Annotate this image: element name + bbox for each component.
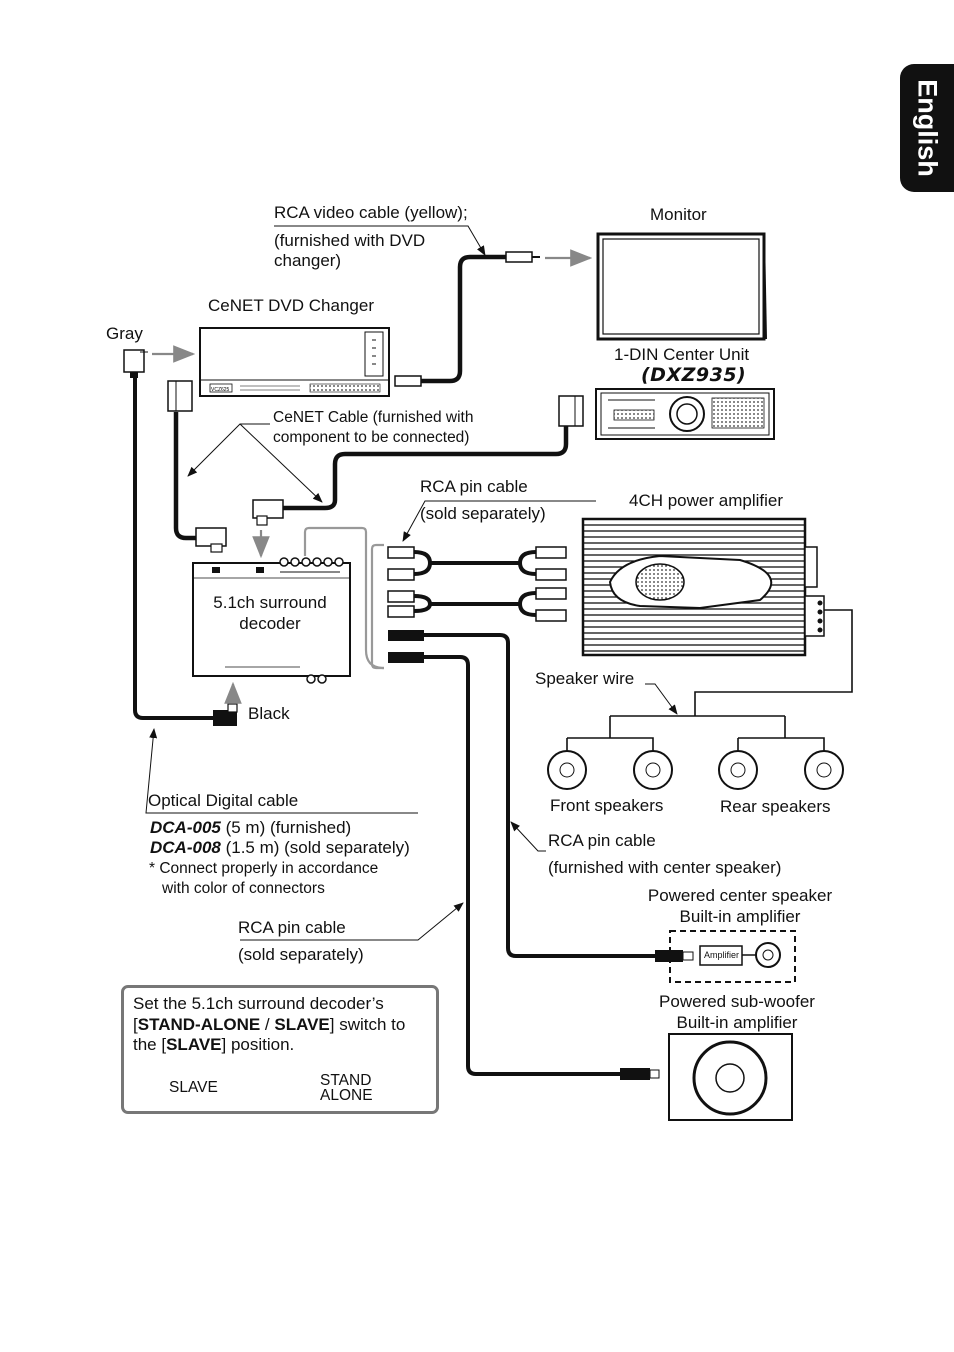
rca-plugs-right (535, 546, 567, 622)
label-dca005: DCA-005 (5 m) (furnished) (150, 817, 351, 838)
dca005-model: DCA-005 (150, 818, 221, 837)
cenet-plug-center (558, 395, 584, 427)
label-rca-video-note: (furnished with DVD (274, 231, 426, 250)
dca005-desc: (5 m) (furnished) (220, 818, 352, 837)
rear-speaker-left (718, 750, 758, 790)
front-speaker-left (547, 750, 587, 790)
power-amplifier (581, 517, 825, 657)
dvd-changer (199, 327, 390, 397)
label-center-speaker-2: Built-in amplifier (679, 907, 801, 926)
label-rca-pin-top: RCA pin cable (420, 477, 528, 496)
label-4ch-amplifier: 4CH power amplifier (629, 491, 783, 510)
note-line-3: the [SLAVE] position. (133, 1035, 433, 1056)
label-rear-speakers: Rear speakers (720, 797, 831, 816)
label-dvd-changer: CeNET DVD Changer (208, 296, 374, 315)
label-monitor: Monitor (650, 205, 707, 224)
rca-cable-center (424, 633, 660, 958)
cenet-cable-2 (282, 426, 569, 511)
rca-cable-front (413, 550, 537, 576)
cenet-plug-changer (167, 380, 193, 412)
dca008-model: DCA-008 (150, 838, 221, 857)
label-center-unit-model: (DXZ935) (641, 364, 747, 386)
label-black: Black (248, 704, 290, 723)
optical-connector-gray (123, 349, 148, 378)
label-connector-note2: with color of connectors (162, 880, 325, 897)
note-stand-alone: STAND-ALONE (137, 1014, 261, 1034)
note-after: ] switch to (329, 1014, 406, 1034)
note-bracket: [ (133, 1014, 138, 1034)
note-line-1: Set the 5.1ch surround decoder’s (133, 994, 384, 1013)
gray-bracket (303, 526, 385, 670)
rca-cable-rear (413, 591, 537, 617)
label-rca-pin-center: RCA pin cable (548, 831, 656, 850)
language-tab: English (900, 64, 954, 192)
switch-label-alone: ALONE (320, 1087, 373, 1104)
label-speaker-wire: Speaker wire (535, 669, 635, 688)
label-decoder-2: decoder (239, 614, 301, 633)
switch-label-stand: STAND (320, 1072, 372, 1089)
speaker-wire (694, 609, 853, 716)
center-unit (595, 388, 775, 440)
label-cenet-cable: CeNET Cable (furnished with (273, 409, 474, 426)
changer-model-text: VCZ625 (211, 387, 230, 393)
video-cable (405, 254, 508, 384)
label-rca-pin-top-note: (sold separately) (420, 504, 546, 523)
label-rca-pin-center-note: (furnished with center speaker) (548, 858, 782, 877)
label-center-speaker-1: Powered center speaker (647, 886, 833, 905)
switch-note-text: Set the 5.1ch surround decoder’s [STAND-… (133, 994, 433, 1056)
label-rca-video-cable: RCA video cable (yellow); (274, 203, 468, 222)
label-gray: Gray (106, 324, 143, 343)
switch-note-box: Set the 5.1ch surround decoder’s [STAND-… (121, 985, 439, 1114)
dca008-desc: (1.5 m) (sold separately) (220, 838, 410, 857)
label-dca008: DCA-008 (1.5 m) (sold separately) (150, 837, 410, 858)
optical-connector-black (213, 703, 238, 726)
label-connector-note1: * Connect properly in accordance (149, 860, 379, 877)
note-slave-2: SLAVE (166, 1035, 222, 1054)
label-front-speakers: Front speakers (550, 796, 664, 815)
rca-plugs-left (387, 546, 424, 663)
rear-speaker-right (804, 750, 844, 790)
monitor (596, 232, 767, 341)
label-subwoofer-2: Built-in amplifier (676, 1013, 798, 1032)
label-rca-pin-bottom: RCA pin cable (238, 918, 346, 937)
optical-cable (133, 378, 215, 720)
note-pre: the [ (133, 1035, 167, 1054)
center-speaker (669, 930, 796, 983)
note-post: ] position. (221, 1035, 295, 1054)
cenet-cable-1 (173, 412, 205, 541)
label-optical-cable: Optical Digital cable (148, 791, 299, 810)
cenet-plug-decoder-1 (195, 527, 227, 553)
note-line-2: [STAND-ALONE / SLAVE] switch to (133, 1015, 433, 1036)
label-rca-pin-bottom-note: (sold separately) (238, 945, 364, 964)
video-plug (505, 251, 533, 263)
rca-cable-sub (424, 655, 622, 1076)
note-sep: / (260, 1014, 275, 1034)
language-tab-label: English (912, 79, 943, 177)
label-rca-video-note2: changer) (274, 251, 342, 270)
surround-decoder (192, 557, 351, 684)
amplifier-tag: Amplifier (703, 950, 739, 960)
cenet-plug-decoder-2 (252, 499, 284, 526)
front-speaker-right (633, 750, 673, 790)
label-subwoofer-1: Powered sub-woofer (659, 992, 815, 1011)
subwoofer (668, 1033, 793, 1121)
note-slave: SLAVE (274, 1014, 330, 1034)
label-decoder-1: 5.1ch surround (213, 593, 327, 612)
label-cenet-cable2: component to be connected) (273, 429, 470, 446)
switch-label-slave: SLAVE (169, 1079, 218, 1096)
label-center-unit: 1-DIN Center Unit (614, 345, 750, 364)
